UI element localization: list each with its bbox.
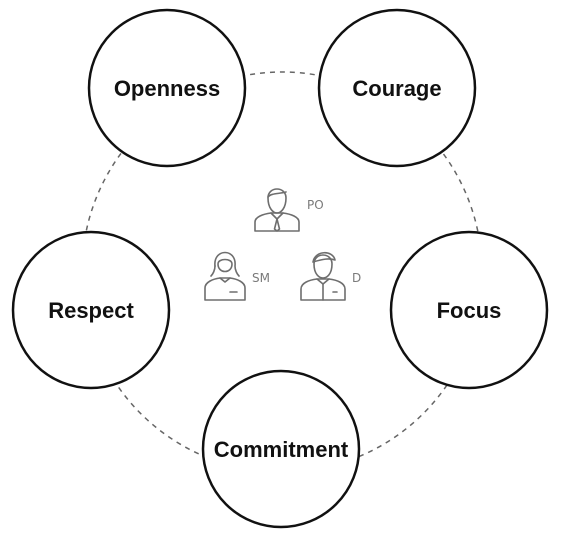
value-node-commitment: Commitment <box>201 369 361 529</box>
value-label: Respect <box>48 298 134 323</box>
value-label: Commitment <box>214 437 349 462</box>
value-node-openness: Openness <box>87 8 247 168</box>
value-circle <box>317 8 477 168</box>
value-node-courage: Courage <box>317 8 477 168</box>
value-label: Courage <box>352 76 441 101</box>
role-label-sm: SM <box>252 271 270 285</box>
value-circle <box>201 369 361 529</box>
value-circle <box>87 8 247 168</box>
product-owner-icon <box>254 188 300 232</box>
value-label: Openness <box>114 76 220 101</box>
value-circle <box>11 230 171 390</box>
value-circle <box>389 230 549 390</box>
value-node-focus: Focus <box>389 230 549 390</box>
scrum-master-icon <box>204 251 246 301</box>
developer-icon <box>300 251 346 301</box>
role-label-d: D <box>352 271 361 285</box>
role-label-po: PO <box>307 198 324 212</box>
value-label: Focus <box>437 298 502 323</box>
value-node-respect: Respect <box>11 230 171 390</box>
